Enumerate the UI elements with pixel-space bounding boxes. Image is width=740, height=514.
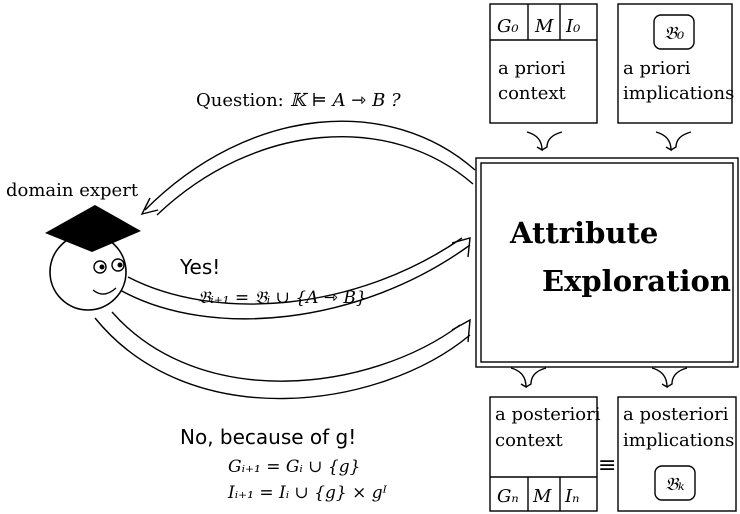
a-posteriori-implications-box [617, 396, 737, 512]
funnel-arrows-bottom [510, 367, 688, 389]
apriori-implications-line2: implications [623, 83, 734, 104]
aposteriori-context-line2: context [495, 430, 564, 451]
exploration-line2: Exploration [542, 264, 731, 298]
yes-arc [119, 237, 471, 320]
apriori-header-g0: G₀ [497, 16, 519, 37]
aposteriori-context-line1: a posteriori [495, 404, 601, 425]
no-update-i: Iᵢ₊₁ = Iᵢ ∪ {g} × gᴵ [227, 483, 388, 503]
apriori-implications-symbol: 𝔅₀ [664, 23, 684, 44]
aposteriori-footer-in: Iₙ [564, 486, 579, 507]
expert-label: domain expert [6, 180, 139, 201]
aposteriori-implications-line2: implications [623, 430, 734, 451]
a-posteriori-context-box [489, 396, 598, 512]
question-prefix: Question: [196, 90, 284, 111]
aposteriori-footer-gn: Gₙ [497, 486, 519, 507]
apriori-context-line1: a priori [498, 58, 566, 79]
question-formula: 𝕂 ⊨ A ⇾ B ? [290, 90, 401, 111]
question-arc [140, 120, 476, 216]
a-priori-context-box [489, 3, 598, 124]
smile [92, 287, 117, 295]
aposteriori-implications-symbol: 𝔅ₖ [665, 474, 685, 495]
apriori-context-line2: context [498, 83, 567, 104]
yes-label: Yes! [179, 255, 220, 279]
aposteriori-footer-m: M [532, 486, 552, 507]
no-label: No, because of g! [180, 425, 356, 449]
funnel-arrows-top [526, 131, 692, 152]
aposteriori-implications-line1: a posteriori [623, 404, 729, 425]
yes-update: 𝔅ᵢ₊₁ = 𝔅ᵢ ∪ {A ⇾ B} [198, 288, 367, 308]
exploration-line1: Attribute [509, 216, 658, 250]
apriori-header-m: M [534, 16, 554, 37]
a-priori-implications-box [617, 3, 733, 124]
equivalence-symbol: ≡ [598, 453, 616, 478]
no-arc [94, 311, 471, 400]
no-update-g: Gᵢ₊₁ = Gᵢ ∪ {g} [228, 457, 360, 477]
apriori-implications-line1: a priori [623, 58, 691, 79]
attribute-exploration-box [475, 157, 739, 368]
mortarboard-icon [45, 205, 141, 252]
domain-expert [45, 205, 141, 311]
apriori-header-i0: I₀ [565, 16, 580, 37]
